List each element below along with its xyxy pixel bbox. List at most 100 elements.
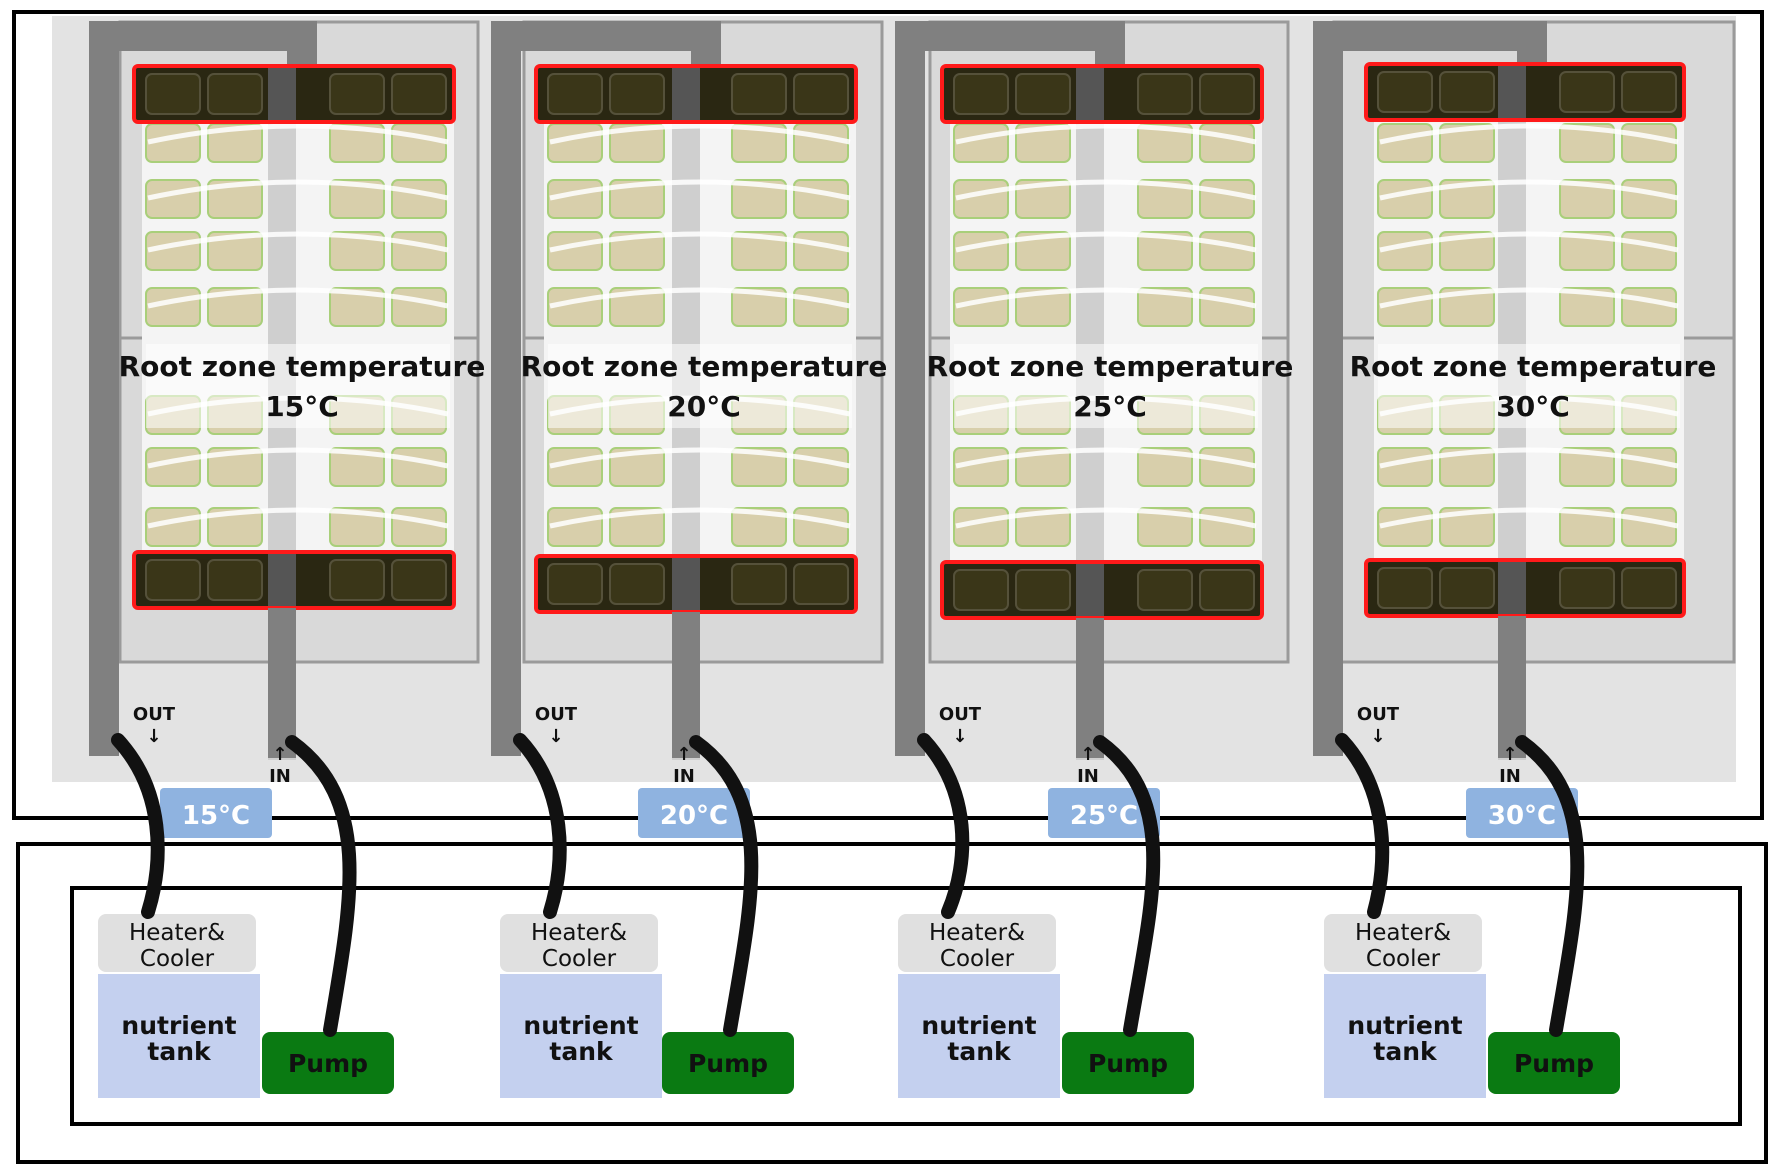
out-pipe xyxy=(491,21,721,756)
dark-cell xyxy=(953,569,1009,611)
pump-label: Pump xyxy=(1514,1049,1594,1078)
heater-cooler-box xyxy=(500,914,658,972)
pump-label: Pump xyxy=(688,1049,768,1078)
down-arrow-icon: ↓ xyxy=(952,726,967,747)
channel-segment xyxy=(1076,564,1104,616)
dark-cell xyxy=(1621,567,1677,609)
dark-cell xyxy=(1439,567,1495,609)
pump-label: Pump xyxy=(288,1049,368,1078)
heater-cooler-label-line1: Heater& xyxy=(531,920,627,946)
tray-cell xyxy=(1439,123,1495,163)
plant-leaf xyxy=(147,447,449,469)
dark-cell xyxy=(1015,569,1071,611)
in-pipe xyxy=(1076,618,1104,758)
root-zone-temperature-label: Root zone temperature xyxy=(1350,350,1717,383)
temperature-tag-label: 15°C xyxy=(182,801,250,831)
tray-cell xyxy=(391,287,447,327)
tray-cell xyxy=(1199,179,1255,219)
outflow-hose xyxy=(513,733,567,919)
root-zone-temperature-label: Root zone temperature xyxy=(119,350,486,383)
heater-cooler-box xyxy=(98,914,256,972)
tray-cell xyxy=(1439,231,1495,271)
out-pipe xyxy=(895,21,1125,756)
tray-cell xyxy=(731,287,787,327)
dark-cell xyxy=(1439,71,1495,113)
plant-leaf xyxy=(1379,231,1679,253)
in-pipe xyxy=(1498,616,1526,758)
tray-cell xyxy=(1621,123,1677,163)
plant-leaf xyxy=(147,287,449,309)
tray-cell xyxy=(1439,507,1495,547)
nutrient-tank xyxy=(98,974,260,1098)
nutrient-tank-label-line2: tank xyxy=(947,1037,1012,1066)
tray-cell xyxy=(609,507,665,547)
plant-leaf xyxy=(1379,123,1679,145)
tray-cell xyxy=(1015,287,1071,327)
tray-cell xyxy=(1199,287,1255,327)
dark-cell xyxy=(391,73,447,115)
tray-cell xyxy=(1621,287,1677,327)
outflow-hose xyxy=(917,733,970,919)
channel-segment xyxy=(268,554,296,606)
tray-cell xyxy=(1439,447,1495,487)
dark-cell xyxy=(609,563,665,605)
plant-leaf xyxy=(147,179,449,201)
plant-leaf xyxy=(147,123,449,145)
label-backdrop xyxy=(954,344,1258,428)
plant-leaf xyxy=(147,507,449,529)
tray-cell xyxy=(207,447,263,487)
unit-1: Root zone temperature15°COUT↓↑IN15°CHeat… xyxy=(89,20,486,1098)
pump xyxy=(662,1032,794,1094)
plant-leaf xyxy=(549,179,851,201)
plant-leaf xyxy=(549,447,851,469)
tray-cell xyxy=(329,507,385,547)
down-arrow-icon: ↓ xyxy=(146,726,161,747)
heater-cooler-label-line1: Heater& xyxy=(1355,920,1451,946)
temperature-tag xyxy=(160,788,272,838)
temperature-tag-label: 20°C xyxy=(660,801,728,831)
up-arrow-icon: ↑ xyxy=(676,744,691,765)
tray-cell xyxy=(1559,287,1615,327)
plant-leaf xyxy=(1379,179,1679,201)
tray-cell xyxy=(1621,231,1677,271)
label-backdrop xyxy=(548,344,852,428)
dark-cell xyxy=(953,73,1009,115)
tray-cell xyxy=(391,123,447,163)
tray-cell xyxy=(1137,231,1193,271)
heater-cooler-label-line2: Cooler xyxy=(140,946,215,972)
root-zone-temperature-label: Root zone temperature xyxy=(927,350,1294,383)
tray-cell xyxy=(793,179,849,219)
tray-cell xyxy=(1137,447,1193,487)
dark-cell xyxy=(145,559,201,601)
inflow-hose xyxy=(1093,735,1161,1037)
in-port-label: IN xyxy=(269,766,291,787)
tray-cell xyxy=(1439,287,1495,327)
heater-cooler-label-line2: Cooler xyxy=(542,946,617,972)
plant-leaf xyxy=(147,231,449,253)
tray-cell xyxy=(1559,231,1615,271)
tray-cell xyxy=(1015,231,1071,271)
channel-segment xyxy=(1498,66,1526,118)
tray-cell xyxy=(731,447,787,487)
tray-cell xyxy=(391,507,447,547)
tray-cell xyxy=(731,231,787,271)
dark-cell xyxy=(1137,569,1193,611)
tray-cell xyxy=(391,447,447,487)
tray-cell xyxy=(1559,179,1615,219)
dark-cell xyxy=(1377,567,1433,609)
root-zone-temperature-value: 20°C xyxy=(667,390,741,423)
plant-leaf xyxy=(549,231,851,253)
tray-cell xyxy=(207,179,263,219)
tray-cell xyxy=(793,507,849,547)
tray-cell xyxy=(1199,231,1255,271)
unit-2: Root zone temperature20°COUT↓↑IN20°CHeat… xyxy=(491,20,887,1098)
tray-cell xyxy=(1137,507,1193,547)
heater-cooler-label-line2: Cooler xyxy=(940,946,1015,972)
tray-cell xyxy=(1015,507,1071,547)
nutrient-tank xyxy=(1324,974,1486,1098)
tray-cell xyxy=(1559,507,1615,547)
tray-cell xyxy=(793,231,849,271)
channel-segment xyxy=(268,68,296,120)
in-pipe xyxy=(268,608,296,758)
tray-cell xyxy=(1137,287,1193,327)
